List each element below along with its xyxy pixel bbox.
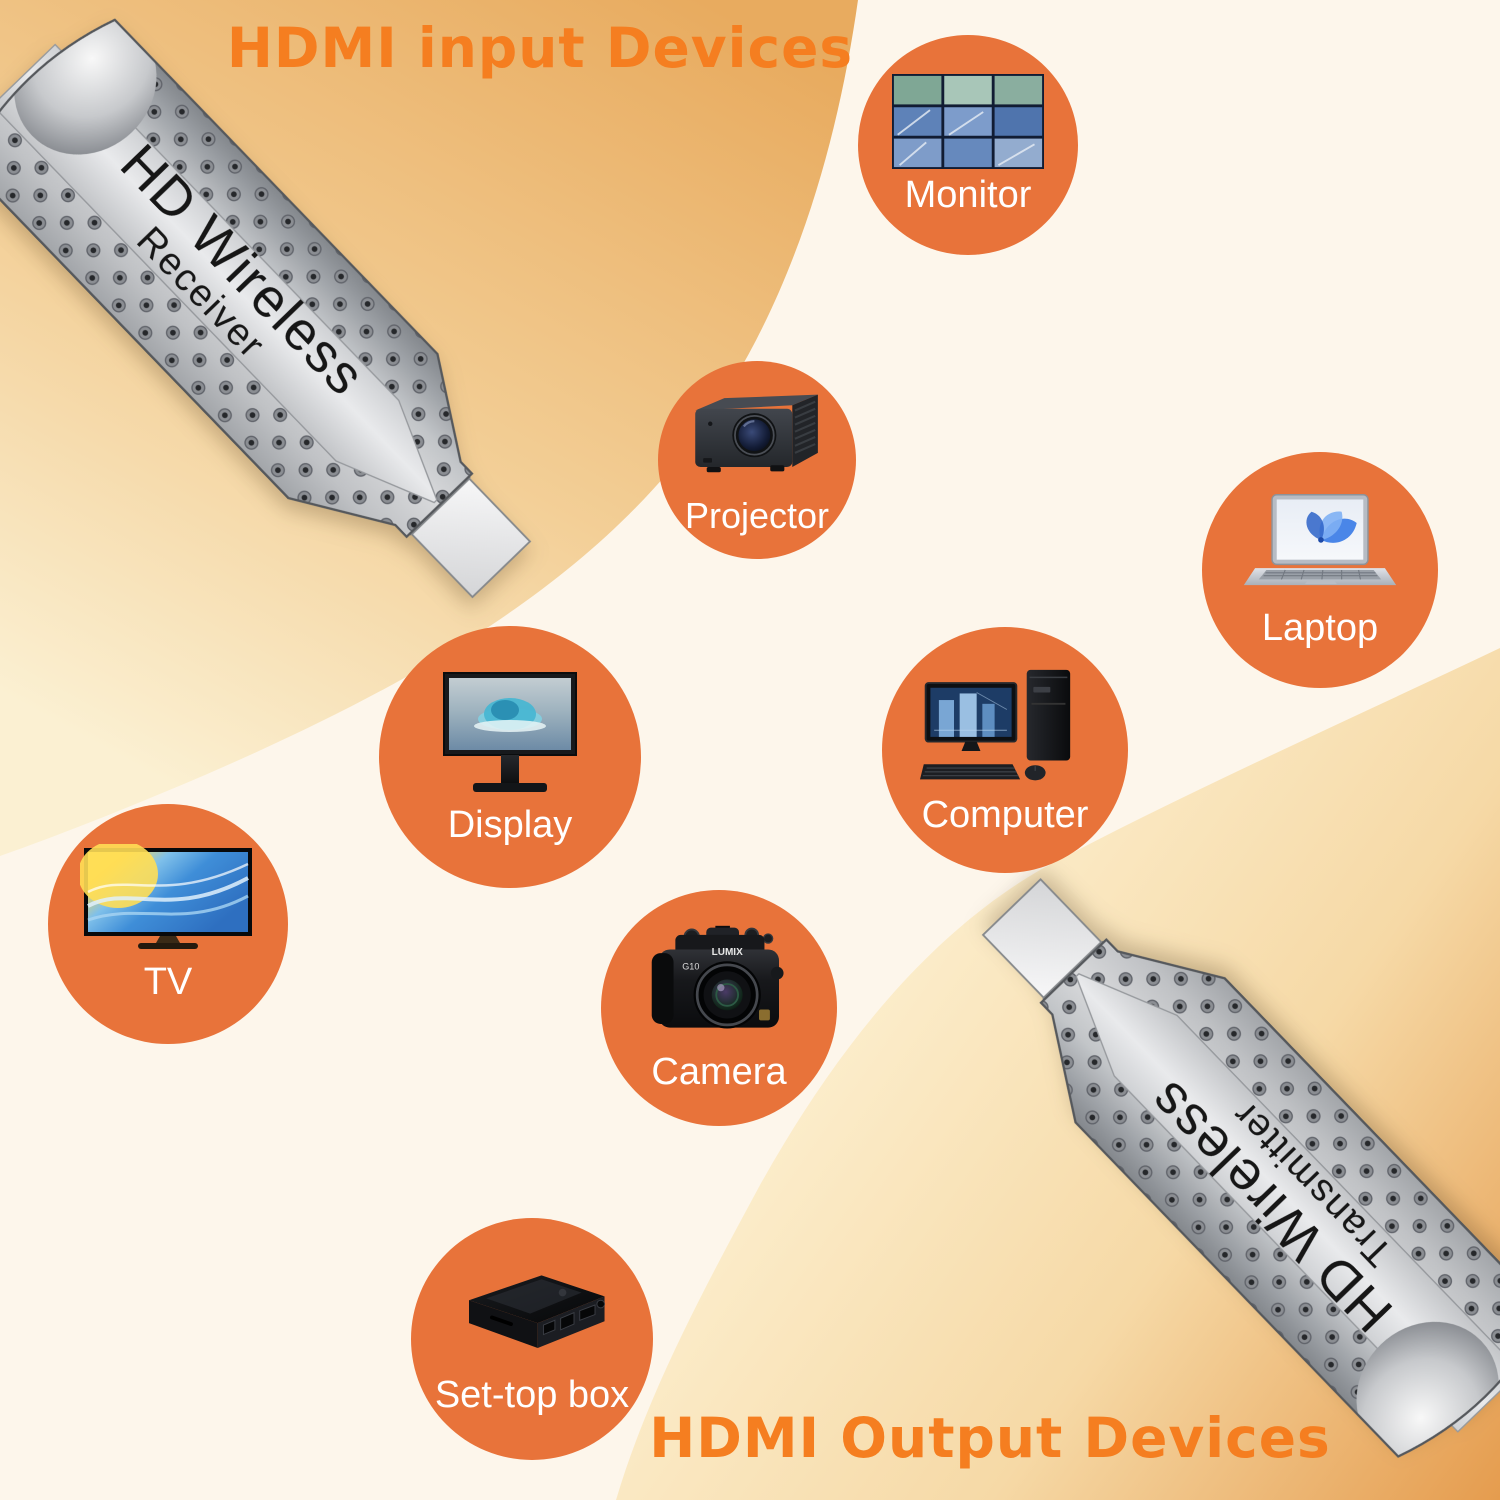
- camera-brand-text: LUMIX: [712, 947, 743, 958]
- computer-image: [920, 669, 1071, 780]
- hdmi-input-devices-heading: HDMI input Devices: [226, 16, 854, 80]
- device-label-camera: Camera: [651, 1051, 787, 1094]
- projector-image: [695, 394, 818, 473]
- device-label-settop: Set-top box: [434, 1373, 630, 1416]
- camera-image: LUMIX G10: [651, 925, 784, 1029]
- device-circle-computer: Computer: [882, 627, 1128, 873]
- device-label-projector: Projector: [684, 495, 830, 537]
- settop-box-image: [469, 1275, 606, 1348]
- device-circle-tv: TV: [48, 804, 288, 1044]
- device-label-monitor: Monitor: [904, 173, 1032, 216]
- device-circle-display: Display: [379, 626, 641, 888]
- device-label-display: Display: [447, 804, 573, 847]
- hdmi-output-devices-heading: HDMI Output Devices: [649, 1406, 1331, 1470]
- display-image: [443, 672, 577, 793]
- device-label-tv: TV: [143, 961, 193, 1004]
- device-circle-laptop: Laptop: [1202, 452, 1438, 688]
- tv-image: [80, 844, 252, 950]
- device-circle-monitor: Monitor: [858, 35, 1078, 255]
- device-label-laptop: Laptop: [1261, 606, 1379, 649]
- device-circle-settop: Set-top box: [411, 1218, 653, 1460]
- device-circle-projector: Projector: [658, 361, 856, 559]
- camera-model-text: G10: [682, 962, 699, 972]
- monitor-image: [892, 73, 1044, 169]
- device-label-computer: Computer: [921, 793, 1089, 836]
- laptop-image: [1243, 493, 1397, 585]
- device-circle-camera: LUMIX G10 Camera: [601, 890, 837, 1126]
